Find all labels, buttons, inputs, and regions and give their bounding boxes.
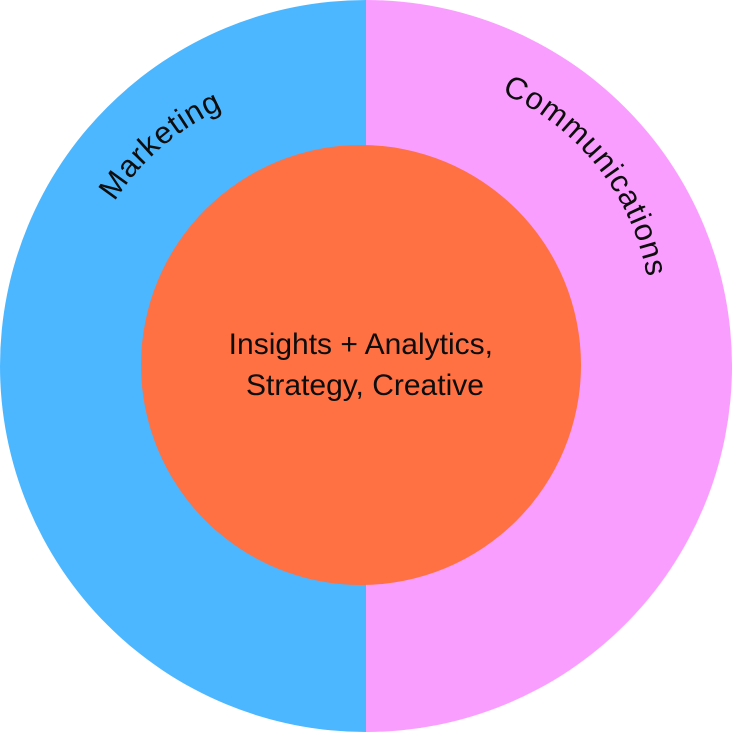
core-label-line-1: Insights + Analytics, (229, 328, 493, 361)
core-label: Insights + Analytics, Strategy, Creative (229, 328, 502, 402)
core-circle (141, 145, 581, 585)
core-label-line-2: Strategy, Creative (246, 369, 484, 402)
